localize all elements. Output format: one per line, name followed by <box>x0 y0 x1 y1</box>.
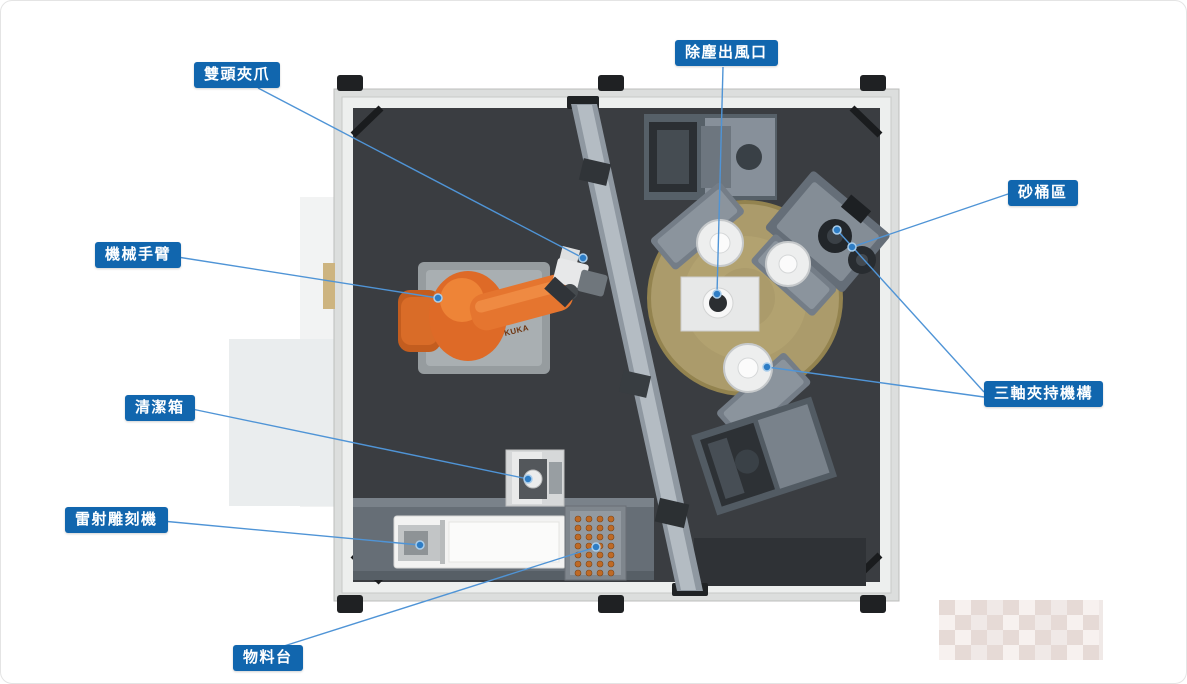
mounting-tabs <box>337 75 886 613</box>
label-sand-bucket-area-text: 砂桶區 <box>1018 184 1068 201</box>
dot-robot-arm <box>433 293 443 303</box>
floor-shading <box>229 197 336 507</box>
dust-outlet-block <box>680 276 760 332</box>
label-material-table-text: 物料台 <box>243 649 293 666</box>
dot-laser-engraver <box>415 540 425 550</box>
leader-cleaning-box <box>186 407 529 480</box>
dot-three-axis-a <box>832 225 842 235</box>
label-cleaning-box-text: 清潔箱 <box>135 399 185 416</box>
watermark-mosaic <box>939 600 1103 660</box>
frame-side-block <box>323 263 335 309</box>
label-robot-arm: 機械手臂 <box>95 242 182 268</box>
dot-sand-bucket <box>847 242 857 252</box>
label-cleaning-box: 清潔箱 <box>125 395 195 421</box>
dot-double-gripper <box>578 253 588 263</box>
leader-lines <box>161 66 1009 647</box>
leader-three-axis-b <box>766 366 985 398</box>
label-laser-engraver: 雷射雕刻機 <box>65 507 168 533</box>
label-sand-bucket-area: 砂桶區 <box>1008 180 1078 206</box>
gripper-assembly <box>544 246 608 308</box>
leader-dust-outlet <box>716 66 724 295</box>
cleaning-box <box>505 449 565 507</box>
sand-barrel-unit <box>765 171 890 292</box>
label-double-gripper: 雙頭夾爪 <box>194 62 281 88</box>
spindle-unit-top <box>644 114 777 200</box>
linear-rail <box>567 96 708 596</box>
label-laser-engraver-text: 雷射雕刻機 <box>75 511 158 528</box>
dot-cleaning-box <box>523 474 533 484</box>
fixture-station-right <box>751 234 837 316</box>
label-material-table: 物料台 <box>233 645 303 671</box>
dot-material-table <box>591 542 601 552</box>
leader-sand-bucket <box>851 193 1009 248</box>
label-dust-outlet-text: 除塵出風口 <box>685 44 768 61</box>
leader-material-table <box>283 546 597 647</box>
robot-arm: KUKA <box>398 271 574 361</box>
dot-three-axis-b <box>762 362 772 372</box>
leader-robot-arm <box>170 255 439 299</box>
leader-double-gripper <box>257 87 584 259</box>
label-double-gripper-text: 雙頭夾爪 <box>204 66 271 83</box>
label-three-axis-clamp: 三軸夾持機構 <box>984 381 1104 407</box>
leader-three-axis-a <box>836 229 985 393</box>
leader-laser-engraver <box>161 520 421 546</box>
callout-dots <box>415 225 857 552</box>
label-dust-outlet: 除塵出風口 <box>675 40 778 66</box>
fixture-station-top <box>650 182 744 270</box>
label-three-axis-clamp-text: 三軸夾持機構 <box>994 385 1094 402</box>
dot-dust-outlet <box>712 289 722 299</box>
spindle-unit-bottom <box>691 396 838 516</box>
label-robot-arm-text: 機械手臂 <box>105 246 172 263</box>
floor-slab <box>694 538 866 586</box>
